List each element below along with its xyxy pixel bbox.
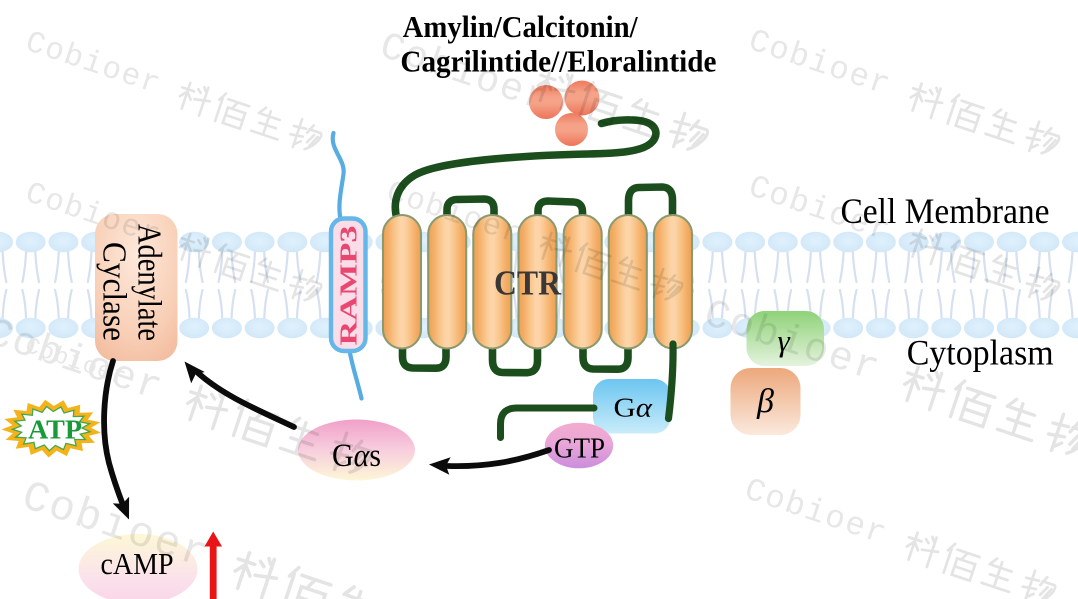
svg-text:β: β xyxy=(756,383,774,420)
svg-text:Gα: Gα xyxy=(614,393,653,423)
svg-text:GTP: GTP xyxy=(554,433,605,465)
svg-text:RAMP3: RAMP3 xyxy=(336,226,363,346)
svg-text:Cytoplasm: Cytoplasm xyxy=(907,333,1054,373)
svg-text:ATP: ATP xyxy=(28,415,82,445)
svg-text:Amylin/Calcitonin/: Amylin/Calcitonin/ xyxy=(403,9,638,44)
svg-text:Cyclase: Cyclase xyxy=(96,242,133,341)
svg-text:CTR: CTR xyxy=(494,264,562,303)
